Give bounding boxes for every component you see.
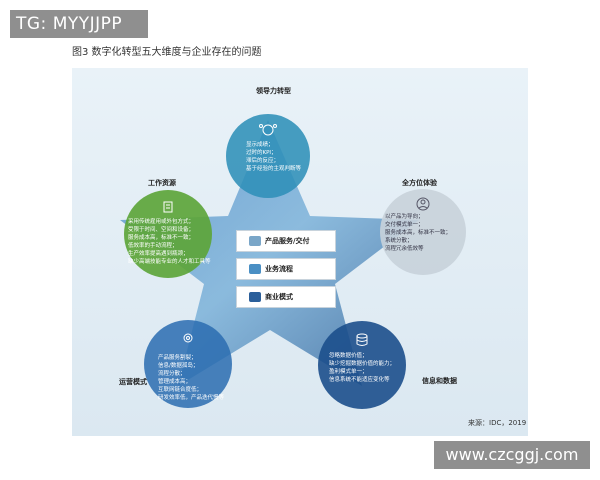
list-item: 服务成本高，标准不一致； [385, 230, 452, 236]
list-item: 缺少高端技能专业的人才和工具等 [128, 259, 211, 265]
list-item: 互联网链合度低； [158, 387, 203, 393]
list-item: 盈利模式单一； [329, 369, 368, 375]
center-item-product-delivery: 产品服务/交付 [236, 230, 336, 252]
list-item: 采用传统雇用或外包方式； [128, 219, 195, 225]
node-label-omni: 全方位体验 [402, 179, 437, 187]
list-item: 服务成本高，标准不一致； [128, 235, 195, 241]
list-item: 忽略数据价值； [329, 353, 368, 359]
list-item: 缺少挖掘数据价值的能力； [329, 361, 396, 367]
list-item: 受限于时间、空间和设备； [128, 227, 195, 233]
list-item: 产品服务割裂； [158, 355, 197, 361]
list-item: 低效率的手动流程； [128, 243, 178, 249]
watermark-top: TG: MYYJJPP [10, 10, 148, 38]
list-item: 基于经验的主观判断等 [246, 166, 302, 172]
center-item-business-model: 商业模式 [236, 286, 336, 308]
center-item-label: 产品服务/交付 [265, 237, 310, 245]
list-item: 流程分散； [158, 371, 186, 377]
center-item-label: 业务流程 [265, 265, 293, 273]
database-icon [356, 333, 368, 346]
list-item: 以产品为导向； [385, 214, 424, 220]
people-network-icon [259, 124, 277, 136]
node-circle-workforce [124, 190, 212, 278]
node-circle-operations [144, 320, 232, 408]
node-circle-leadership [226, 114, 310, 198]
center-item-label: 商业模式 [265, 293, 293, 301]
list-item: 信息系统不能适应变化等 [329, 377, 390, 383]
node-lines-omni: 以产品为导向； 交付模式单一； 服务成本高，标准不一致； 系统分散； 流程冗余低… [385, 213, 451, 253]
node-lines-workforce: 采用传统雇用或外包方式； 受限于时间、空间和设备； 服务成本高，标准不一致； 低… [128, 218, 211, 266]
list-item: 系统分散； [385, 238, 413, 244]
diagram-panel: 领导力转型 全方位体验 信息和数据 运营模式 工作资源 显示成绩； 过时的KPI… [72, 68, 528, 436]
node-label-workforce: 工作资源 [148, 179, 176, 187]
list-item: 滞后的反应； [246, 158, 280, 164]
watermark-bottom: www.czcggj.com [434, 441, 590, 469]
node-label-operations: 运营模式 [119, 378, 147, 386]
list-item: 生产效率提高遇到瓶颈； [128, 251, 189, 257]
list-item: 管理成本高； [158, 379, 192, 385]
document-icon [163, 201, 173, 213]
list-item: 显示成绩； [246, 142, 274, 148]
list-item: 流程冗余低效等 [385, 246, 424, 252]
node-circle-info [318, 321, 406, 409]
list-item: 研发效率低，产品迭代慢等 [158, 395, 225, 401]
diagram-graphics [120, 114, 466, 409]
node-lines-info: 忽略数据价值； 缺少挖掘数据价值的能力； 盈利模式单一； 信息系统不能适应变化等 [329, 352, 395, 384]
node-lines-operations: 产品服务割裂； 信息/数据孤岛； 流程分散； 管理成本高； 互联网链合度低； 研… [158, 354, 224, 402]
process-icon [249, 264, 261, 274]
gear-icon [183, 333, 193, 343]
figure-title: 图3 数字化转型五大维度与企业存在的问题 [72, 47, 262, 58]
center-item-business-process: 业务流程 [236, 258, 336, 280]
star-shape [120, 120, 419, 386]
box-icon [249, 236, 261, 246]
list-item: 过时的KPI； [246, 150, 277, 156]
model-icon [249, 292, 261, 302]
node-label-leadership: 领导力转型 [256, 87, 291, 95]
node-lines-leadership: 显示成绩； 过时的KPI； 滞后的反应； 基于经验的主观判断等 [246, 141, 301, 173]
list-item: 交付模式单一； [385, 222, 424, 228]
list-item: 信息/数据孤岛； [158, 363, 199, 369]
source-note: 来源：IDC，2019 [468, 419, 527, 427]
node-circle-omni [380, 189, 466, 275]
node-label-info: 信息和数据 [422, 377, 457, 385]
person-circle-icon [416, 197, 430, 211]
